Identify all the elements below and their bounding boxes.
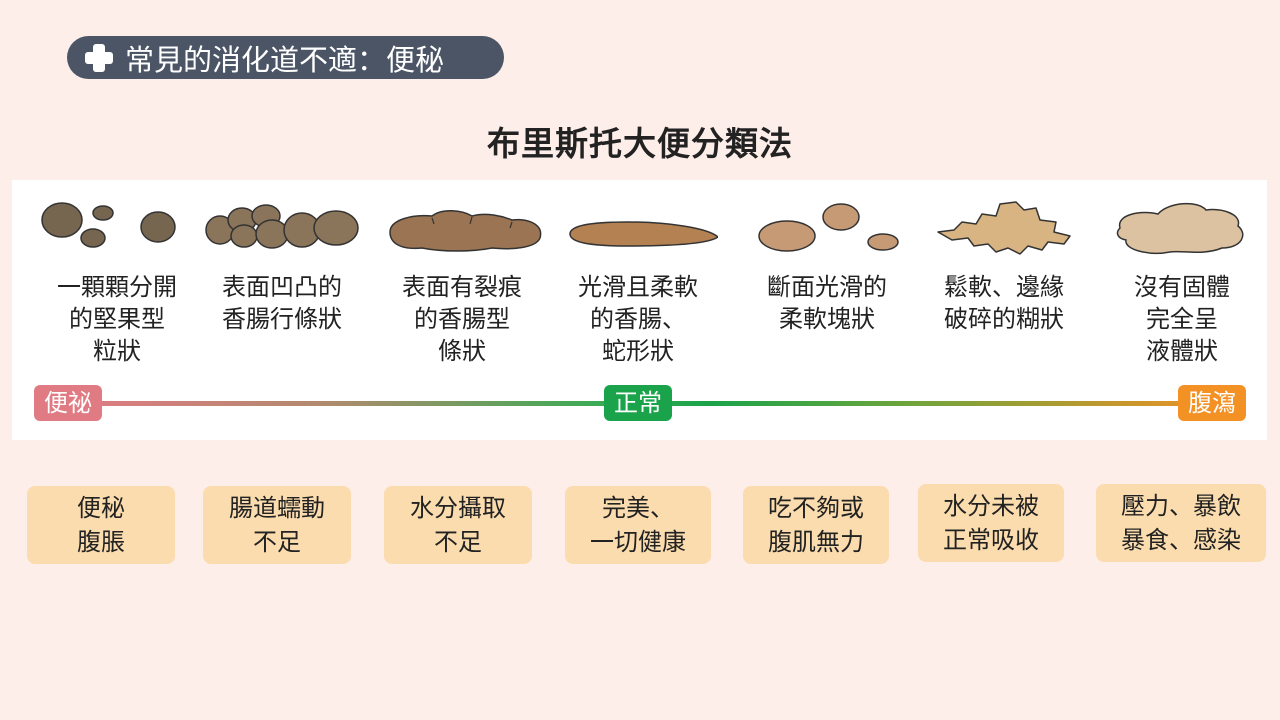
- stool-type-4-illustration: [569, 221, 718, 247]
- stool-type-6-label: 鬆軟、邊緣 破碎的糊狀: [944, 273, 1064, 333]
- cause-box-1: 便秘 腹脹: [27, 486, 175, 564]
- stool-type-3-illustration: [389, 210, 542, 252]
- cause-box-4: 完美、 一切健康: [565, 486, 711, 564]
- stool-type-4-label: 光滑且柔軟 的香腸、 蛇形狀: [578, 273, 698, 365]
- stool-type-4: 光滑且柔軟 的香腸、 蛇形狀: [558, 180, 718, 380]
- stool-type-2-illustration: [205, 204, 359, 249]
- stool-type-1-label: 一顆顆分開 的堅果型 粒狀: [57, 273, 177, 365]
- stool-type-7-illustration: [1116, 202, 1244, 254]
- section-title: 常見的消化道不適：便秘: [125, 42, 445, 77]
- section-title-pill: 常見的消化道不適：便秘: [67, 36, 504, 79]
- cause-box-7: 壓力、暴飲 暴食、感染: [1096, 484, 1266, 562]
- stool-type-2-label: 表面凹凸的 香腸行條狀: [222, 273, 342, 333]
- stool-type-5: 斷面光滑的 柔軟塊狀: [747, 180, 907, 380]
- cause-box-3: 水分攝取 不足: [384, 486, 532, 564]
- stool-type-7-label: 沒有固體 完全呈 液體狀: [1134, 273, 1230, 365]
- stool-type-5-illustration: [758, 203, 899, 252]
- stool-type-1: 一顆顆分開 的堅果型 粒狀: [37, 180, 197, 380]
- stool-type-1-illustration: [41, 202, 176, 248]
- cause-box-6: 水分未被 正常吸收: [918, 484, 1064, 562]
- stool-type-3-label: 表面有裂痕 的香腸型 條狀: [402, 273, 522, 365]
- stool-type-6: 鬆軟、邊緣 破碎的糊狀: [924, 180, 1084, 380]
- cause-box-2: 腸道蠕動 不足: [203, 486, 351, 564]
- diarrhea-tag: 腹瀉: [1178, 385, 1246, 421]
- stool-type-2: 表面凹凸的 香腸行條狀: [202, 180, 362, 380]
- page-heading: 布里斯托大便分類法: [487, 124, 793, 163]
- stool-type-3: 表面有裂痕 的香腸型 條狀: [382, 180, 542, 380]
- normal-tag: 正常: [604, 385, 672, 421]
- stool-type-6-illustration: [937, 201, 1071, 255]
- bristol-chart-panel: 一顆顆分開 的堅果型 粒狀 表面凹凸的 香腸行條狀 表面有裂痕 的香腸型 條狀: [12, 180, 1267, 440]
- medical-cross-icon: [83, 42, 115, 74]
- cause-box-5: 吃不夠或 腹肌無力: [743, 486, 889, 564]
- stool-type-7: 沒有固體 完全呈 液體狀: [1102, 180, 1262, 380]
- constipation-tag: 便祕: [34, 385, 102, 421]
- stool-type-5-label: 斷面光滑的 柔軟塊狀: [767, 273, 887, 333]
